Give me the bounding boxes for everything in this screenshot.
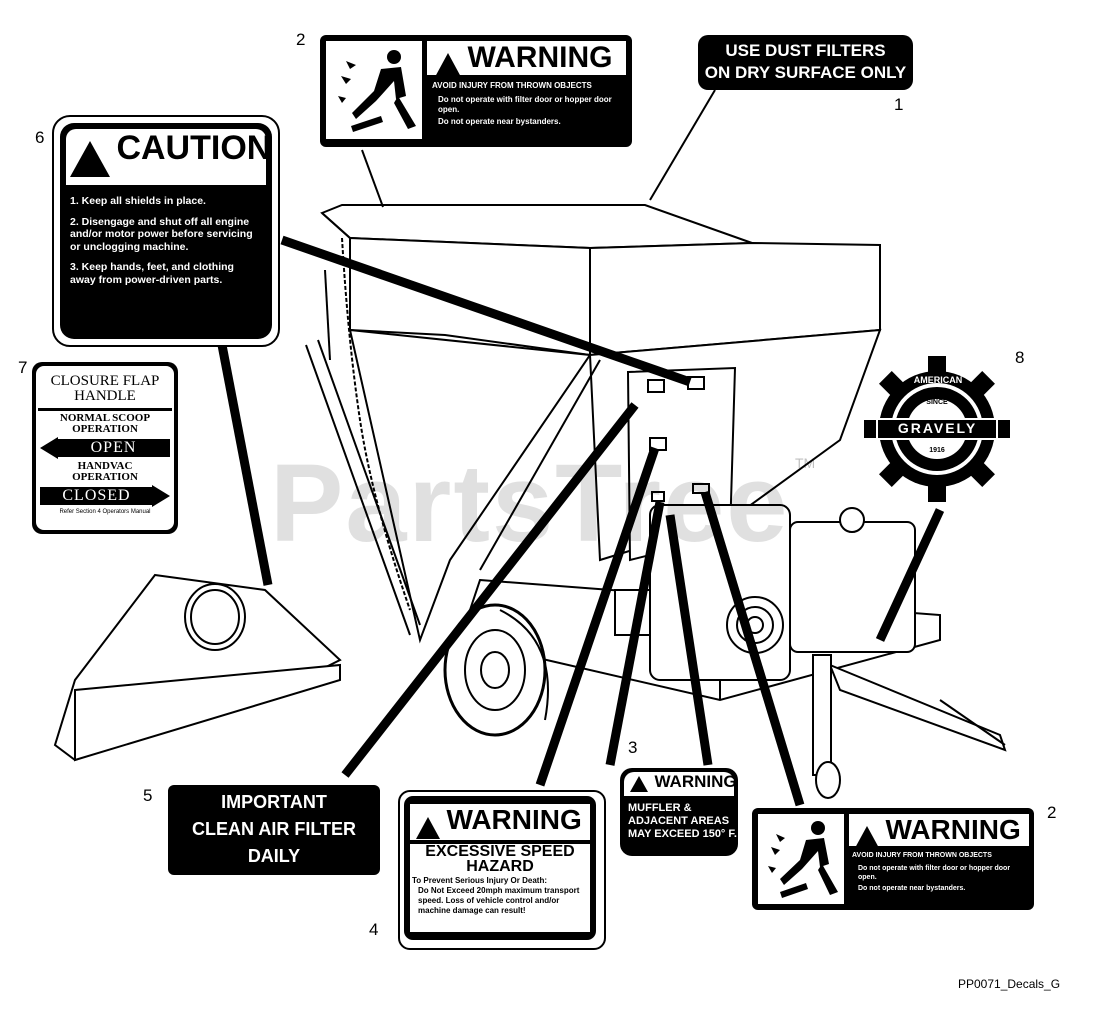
decal-4-body: EXCESSIVE SPEED HAZARD To Prevent Seriou… <box>410 844 590 932</box>
decal-7-handvac-2: OPERATION <box>72 471 138 483</box>
callout-8: 8 <box>1015 348 1025 367</box>
caution-item-3: 3. Keep hands, feet, and clothing away f… <box>70 261 234 286</box>
warning-header-2: WARNING <box>427 41 626 77</box>
decal-4-body-text: Do Not Exceed 20mph maximum transport sp… <box>418 886 580 915</box>
warning-triangle-icon <box>416 816 440 839</box>
decal-7-normal-2: OPERATION <box>72 423 138 435</box>
callout-1: 1 <box>894 95 904 114</box>
decal-5-line-2: CLEAN AIR FILTER DAILY <box>192 819 356 866</box>
arrow-right-icon <box>152 485 170 507</box>
decal-5-line-1: IMPORTANT <box>221 792 327 812</box>
decal-thrown-objects-top: WARNING AVOID INJURY FROM THROWN OBJECTS… <box>320 35 632 147</box>
open-arrow: OPEN <box>40 437 170 459</box>
decal-4-title-1: EXCESSIVE SPEED <box>425 843 575 860</box>
caution-list: 1. Keep all shields in place. 2. Disenga… <box>70 195 262 286</box>
decal-4-inner: WARNING EXCESSIVE SPEED HAZARD To Preven… <box>404 796 596 940</box>
badge-brand: GRAVELY <box>897 420 978 436</box>
decal-4-title-2: HAZARD <box>466 858 534 875</box>
warning-header-4: WARNING <box>410 804 590 840</box>
decal-7-note: Refer Section 4 Operators Manual <box>59 509 151 515</box>
trademark: TM <box>795 455 816 471</box>
callout-6: 6 <box>35 128 45 147</box>
callout-4: 4 <box>369 920 379 939</box>
closed-label: CLOSED <box>40 487 153 505</box>
warning-title: WARNING <box>654 772 737 791</box>
thrown-objects-pictogram <box>326 41 422 139</box>
gravely-badge: AMERICAN SINCE GRAVELY 1916 <box>860 355 1015 503</box>
decal-closure-flap: CLOSURE FLAP HANDLE NORMAL SCOOP OPERATI… <box>32 362 178 534</box>
watermark: PartsTree <box>270 442 790 565</box>
open-label: OPEN <box>57 439 170 457</box>
decal-6-inner: CAUTION 1. Keep all shields in place. 2.… <box>60 123 272 339</box>
callout-7: 7 <box>18 358 28 377</box>
decal-speed-hazard: WARNING EXCESSIVE SPEED HAZARD To Preven… <box>398 790 606 950</box>
decal-2b-subheader: AVOID INJURY FROM THROWN OBJECTS <box>852 852 992 859</box>
decal-2b-bullet-1: Do not operate with filter door or hoppe… <box>858 865 1011 881</box>
callout-3: 3 <box>628 738 638 757</box>
decal-1-line-1: USE DUST FILTERS <box>725 41 886 60</box>
decal-2b-bullet-2: Do not operate near bystanders. <box>858 885 966 892</box>
arrow-left-icon <box>40 437 58 459</box>
decal-2-subheader: AVOID INJURY FROM THROWN OBJECTS <box>432 81 592 90</box>
caution-triangle-icon <box>70 141 110 178</box>
callout-5: 5 <box>143 786 153 805</box>
caution-header: CAUTION <box>66 129 271 185</box>
decal-important-daily: IMPORTANT CLEAN AIR FILTER DAILY CHECK O… <box>168 785 380 893</box>
warning-triangle-icon <box>855 825 879 848</box>
decal-caution: CAUTION 1. Keep all shields in place. 2.… <box>52 115 280 347</box>
warning-title: WARNING <box>885 814 1021 845</box>
decal-dust-filters: USE DUST FILTERS ON DRY SURFACE ONLY <box>698 35 913 90</box>
badge-since: SINCE <box>926 399 948 406</box>
warning-triangle-icon <box>630 776 648 793</box>
warning-header-3: WARNING <box>624 772 737 796</box>
badge-top-text: AMERICAN <box>913 375 963 385</box>
decal-7-inner: CLOSURE FLAP HANDLE NORMAL SCOOP OPERATI… <box>36 366 174 530</box>
warning-header-2b: WARNING <box>849 814 1029 848</box>
caution-item-1: 1. Keep all shields in place. <box>70 195 206 207</box>
callout-2: 2 <box>296 30 306 49</box>
caution-item-2: 2. Disengage and shut off all engine and… <box>70 215 253 253</box>
decal-2-bullet-1: Do not operate with filter door or hoppe… <box>438 95 612 114</box>
caution-title: CAUTION <box>116 129 272 167</box>
gravely-gear-logo <box>864 356 1010 502</box>
decal-1-line-2: ON DRY SURFACE ONLY <box>704 63 907 82</box>
closed-arrow: CLOSED <box>40 485 170 507</box>
decal-5-line-3: CHECK OIL DAILY <box>195 873 353 893</box>
decal-7-title-1: CLOSURE FLAP <box>50 373 160 389</box>
decal-muffler-warning: WARNING MUFFLER & ADJACENT AREAS MAY EXC… <box>620 768 738 856</box>
decal-7-title-2: HANDLE <box>74 388 136 404</box>
decal-7-handvac-1: HANDVAC <box>77 460 133 472</box>
decal-2-bullet-2: Do not operate near bystanders. <box>438 117 561 126</box>
decal-3-line-3: MAY EXCEED 150° F. <box>628 828 737 840</box>
decal-3-line-1: MUFFLER & <box>628 802 692 814</box>
thrown-objects-pictogram <box>758 814 844 904</box>
badge-year: 1916 <box>929 447 945 454</box>
figure-id: PP0071_Decals_G <box>958 977 1061 991</box>
decal-3-text: MUFFLER & ADJACENT AREAS MAY EXCEED 150°… <box>628 802 737 841</box>
callout-2b: 2 <box>1047 803 1057 822</box>
warning-title: WARNING <box>446 804 582 835</box>
decal-7-normal-1: NORMAL SCOOP <box>59 412 151 424</box>
divider <box>38 408 172 411</box>
decal-3-line-2: ADJACENT AREAS <box>628 815 730 827</box>
warning-title: WARNING <box>467 41 613 74</box>
decal-4-lead: To Prevent Serious Injury Or Death: <box>412 876 547 885</box>
decal-thrown-objects-bottom: WARNING AVOID INJURY FROM THROWN OBJECTS… <box>752 808 1034 910</box>
warning-triangle-icon <box>435 52 461 77</box>
